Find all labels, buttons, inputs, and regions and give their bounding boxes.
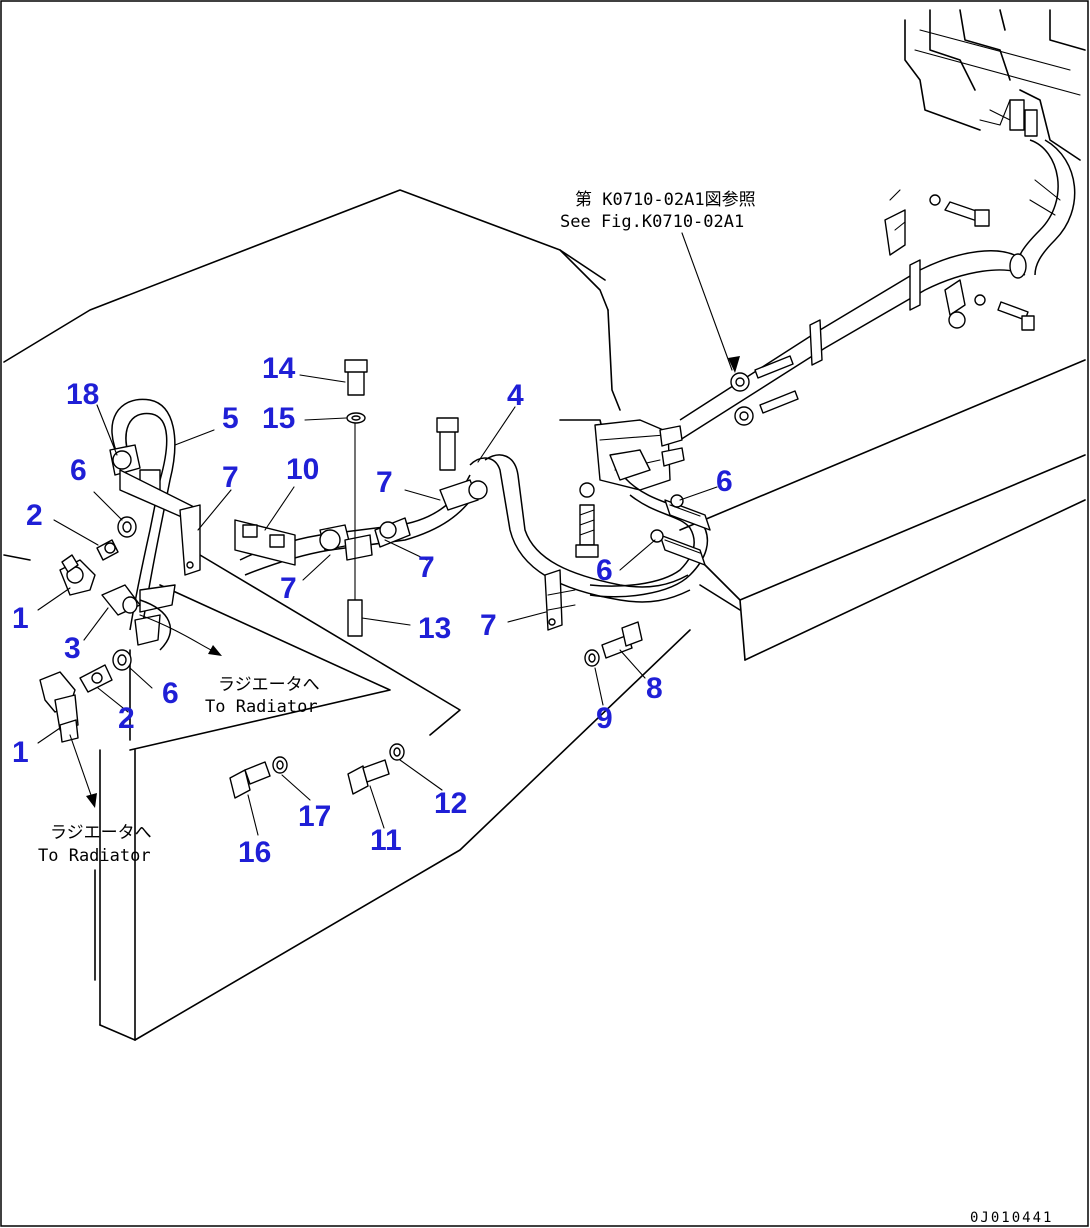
part-label-1-lower: 1: [12, 736, 29, 769]
part-label-13: 13: [418, 612, 451, 645]
fig-ref-jp: 第 K0710-02A1図参照: [575, 190, 756, 210]
part-label-7-center-top: 7: [376, 466, 393, 499]
part-label-2-upper: 2: [26, 499, 43, 532]
part-label-7-right: 7: [480, 609, 497, 642]
drawing-code: 0J010441: [970, 1210, 1053, 1226]
hose-loop-right: [589, 477, 711, 598]
radiator-arrows: [69, 356, 740, 808]
engine-block: [904, 9, 1086, 276]
pipe-run-right: [679, 189, 1035, 441]
radiator-note2-en: To Radiator: [38, 846, 151, 866]
part-label-9: 9: [596, 702, 613, 735]
part-label-7-center-left: 7: [280, 572, 297, 605]
center-hoses: [234, 359, 488, 637]
part-label-14: 14: [262, 352, 296, 385]
part-label-7-left: 7: [222, 461, 239, 494]
part-label-15: 15: [262, 402, 295, 435]
part-label-16: 16: [238, 836, 271, 869]
junction-block: [575, 419, 685, 558]
part-label-11: 11: [370, 824, 402, 857]
part-number-labels: 1 1 2 2 3 4 5 6 6 6 6 7 7 7 7 7 7 8 9 10…: [12, 352, 733, 869]
radiator-note-jp: ラジエータへ: [218, 675, 320, 695]
part-label-3: 3: [64, 632, 81, 665]
part-label-6-right-upper: 6: [716, 465, 733, 498]
part-label-6-upper-left: 6: [70, 454, 87, 487]
part-label-6-right-lower: 6: [596, 554, 613, 587]
part-label-10: 10: [286, 453, 319, 486]
part-label-1-upper: 1: [12, 602, 29, 635]
part-label-18: 18: [66, 378, 99, 411]
fig-ref-en: See Fig.K0710-02A1: [560, 212, 744, 232]
part-label-6-lower-left: 6: [162, 677, 179, 710]
housing-outline: [3, 189, 1086, 1041]
part-label-7-center-right: 7: [418, 551, 435, 584]
radiator-note2-jp: ラジエータへ: [50, 823, 152, 843]
part-label-5: 5: [222, 402, 239, 435]
part-label-4: 4: [507, 379, 524, 412]
loose-bolts: [229, 621, 643, 799]
left-fittings: [39, 516, 171, 743]
part-label-17: 17: [298, 800, 331, 833]
part-label-2-lower: 2: [118, 702, 135, 735]
part-label-8: 8: [646, 672, 663, 705]
part-label-12: 12: [434, 787, 467, 820]
radiator-note-en: To Radiator: [205, 697, 318, 717]
hose-4: [469, 454, 691, 631]
leader-lines: [37, 232, 733, 836]
